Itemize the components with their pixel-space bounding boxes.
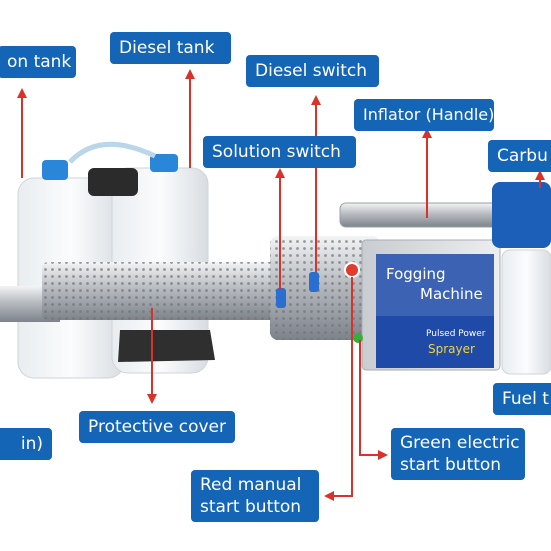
arrowhead-solution-switch — [275, 168, 285, 178]
label-carburetor: Carbu — [488, 140, 551, 172]
label-outlet: in) — [0, 428, 52, 460]
red-button-body — [344, 262, 360, 278]
arrowhead-red-button — [324, 491, 334, 501]
fuel-tank-body — [501, 249, 551, 375]
label-solution-switch: Solution switch — [203, 136, 356, 168]
arrowhead-diesel-tank — [185, 69, 195, 79]
panel-sub-1: Pulsed Power — [426, 329, 486, 339]
panel-sub-2: Sprayer — [428, 342, 475, 356]
frame-straps — [118, 330, 215, 362]
arrowhead-carburetor — [535, 170, 545, 180]
arrowhead-diesel-switch — [311, 95, 321, 105]
label-solution-tank: on tank — [0, 46, 76, 78]
label-diesel-tank: Diesel tank — [110, 32, 231, 64]
arrowhead-protective-cover — [147, 394, 157, 404]
label-diesel-switch: Diesel switch — [246, 55, 379, 87]
panel-title-1: Fogging — [386, 265, 446, 283]
diesel-switch-body — [309, 272, 319, 292]
label-protective-cover: Protective cover — [79, 411, 235, 443]
inflator-handle-body — [339, 202, 511, 228]
carburetor-body — [492, 182, 551, 248]
solution-switch-body — [276, 288, 286, 308]
label-green-button-line2: start button — [400, 455, 502, 475]
label-red-button-line2: start button — [200, 497, 302, 517]
arrow-red-button — [330, 277, 353, 497]
label-red-button-line1: Red manual — [200, 475, 302, 495]
label-red-button: Red manual start button — [191, 470, 319, 522]
arrowhead-solution-tank — [17, 88, 27, 98]
arrowhead-green-button — [378, 450, 388, 460]
label-green-button-line1: Green electric — [400, 433, 520, 453]
panel-title-2: Machine — [420, 285, 483, 303]
label-inflator: Inflator (Handle) — [354, 99, 494, 131]
machine-box — [361, 239, 501, 371]
arrowhead-inflator — [422, 128, 432, 138]
arrow-green-button — [359, 340, 382, 456]
label-green-button: Green electric start button — [391, 428, 525, 480]
label-fuel-tank: Fuel t — [493, 383, 551, 415]
green-button-body — [353, 333, 363, 343]
